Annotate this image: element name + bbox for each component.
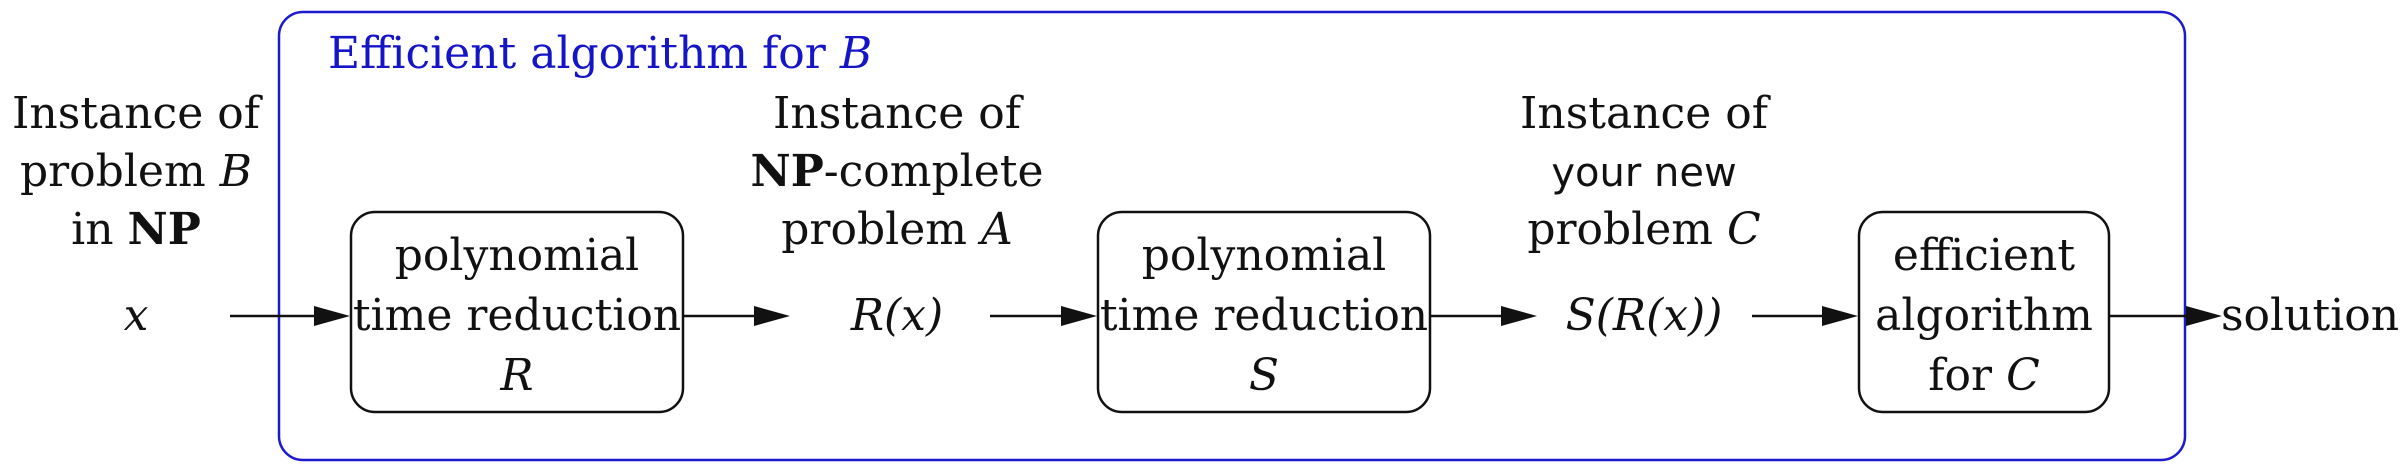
value-r-of-x: R(x): [850, 290, 943, 341]
container-title: Efficient algorithm for B: [328, 28, 872, 79]
input-label-line1: Instance of: [12, 88, 263, 139]
input-label-line3: in NP: [71, 204, 201, 255]
arrowhead: [1061, 306, 1097, 326]
box-r-line2: time reduction: [353, 290, 681, 341]
mid-c-line1: Instance of: [1520, 88, 1771, 139]
mid-c-line3: problem C: [1527, 204, 1760, 255]
value-s-of-r-of-x: S(R(x)): [1566, 290, 1723, 341]
arrowhead: [754, 306, 790, 326]
box-s-line1: polynomial: [1142, 230, 1387, 281]
box-s-line3: S: [1249, 350, 1279, 401]
arrowhead: [1501, 306, 1537, 326]
input-label-line2: problem B: [20, 146, 252, 197]
output-solution: solution: [2221, 290, 2399, 341]
box-r-line1: polynomial: [395, 230, 640, 281]
mid-c-line2: your new: [1551, 150, 1736, 196]
mid-a-line1: Instance of: [773, 88, 1024, 139]
box-reduction-r: [349, 210, 685, 414]
box-reduction-s: [1096, 210, 1432, 414]
arrowhead: [314, 306, 350, 326]
box-r-line3: R: [499, 350, 533, 401]
box-c-line1: efficient: [1893, 230, 2075, 281]
input-value-x: x: [124, 290, 149, 341]
mid-a-line3: problem A: [781, 204, 1012, 255]
box-c-line2: algorithm: [1875, 290, 2093, 341]
arrowhead: [1822, 306, 1858, 326]
box-c-line3: for C: [1928, 350, 2039, 401]
box-s-line2: time reduction: [1100, 290, 1428, 341]
efficient-algorithm-container: [277, 10, 2187, 462]
mid-a-line2: NP-complete: [750, 146, 1043, 197]
box-algorithm-c: [1857, 210, 2111, 414]
arrowhead: [2186, 306, 2222, 326]
